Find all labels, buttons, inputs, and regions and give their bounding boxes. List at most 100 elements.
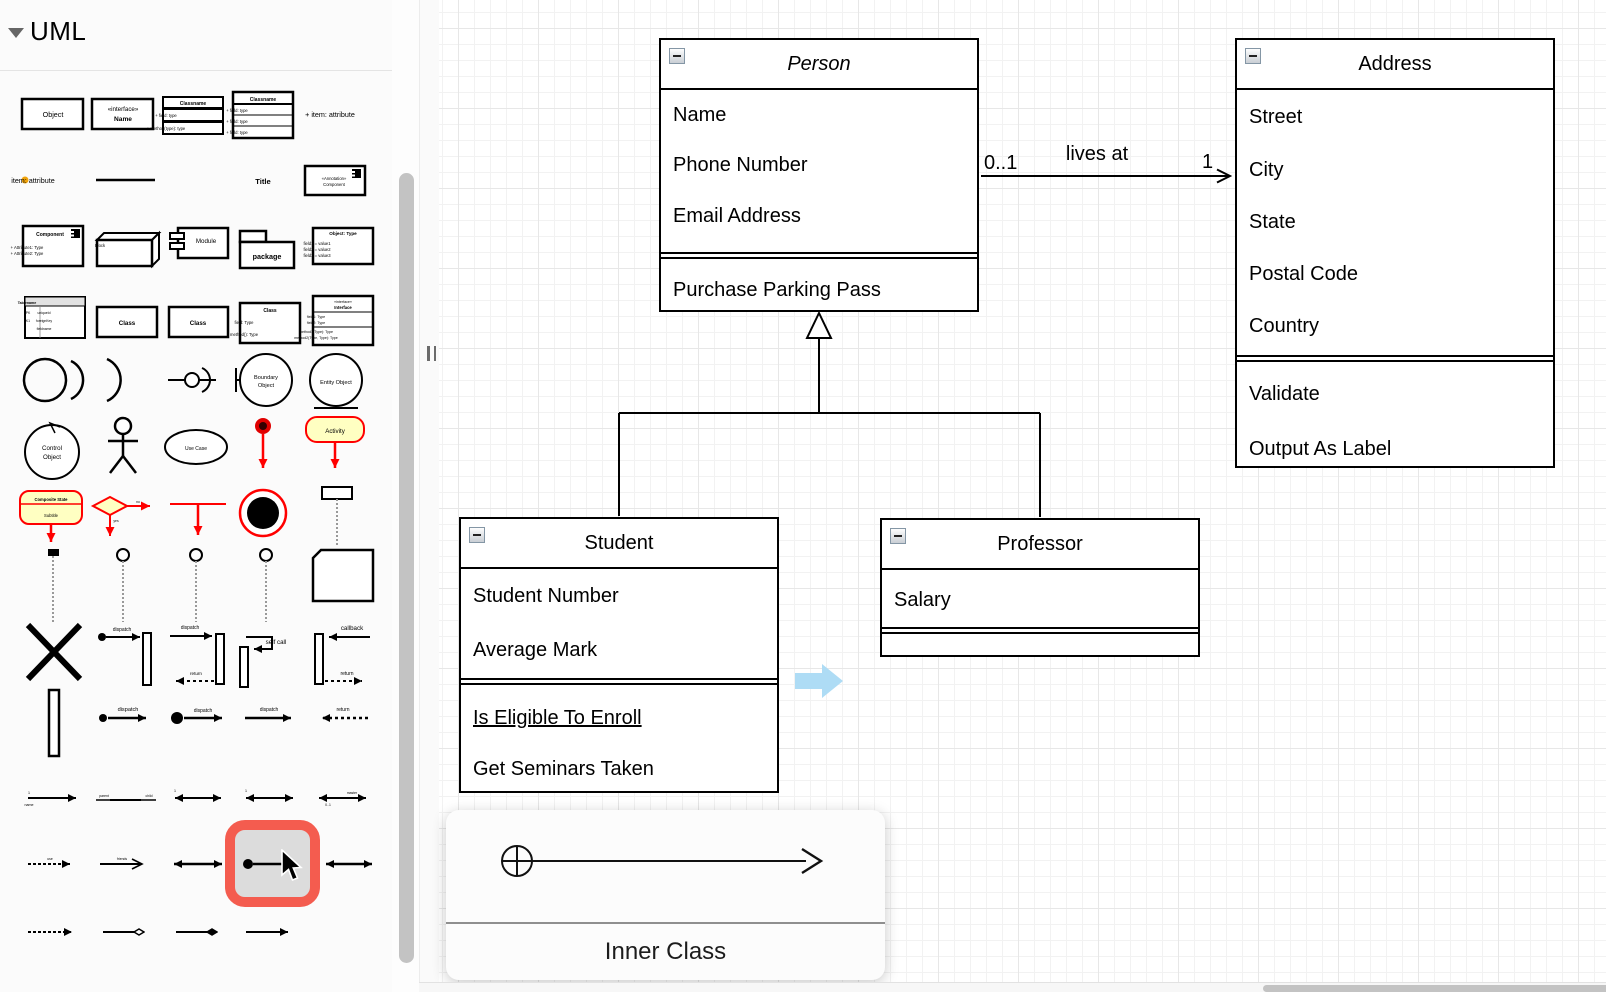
- palette-item-association-bi-2[interactable]: 1: [245, 789, 293, 802]
- palette-item-table[interactable]: Tablename PK uniqueId K1 foreignKey fiel…: [18, 296, 86, 339]
- palette-item-inner-class-selected[interactable]: [225, 820, 320, 907]
- palette-item-condition[interactable]: no yes: [90, 495, 150, 536]
- palette-item-return-message[interactable]: return: [322, 707, 368, 722]
- splitter-grip-icon[interactable]: [427, 346, 436, 361]
- class-person[interactable]: Person Name Phone Number Email Address P…: [659, 38, 979, 312]
- palette-item-control-object[interactable]: Control Object: [24, 421, 80, 480]
- palette-item-dispatch-bigdot[interactable]: dispatch: [171, 708, 222, 724]
- chevron-down-icon[interactable]: [8, 28, 24, 38]
- class-method-row[interactable]: Purchase Parking Pass: [673, 279, 881, 301]
- palette-item-activation-bar[interactable]: [47, 688, 61, 758]
- palette-item-dependency-use[interactable]: use: [28, 857, 70, 868]
- palette-item-annotation-component[interactable]: «Annotation» Component: [303, 164, 367, 197]
- association-label[interactable]: lives at: [1065, 143, 1129, 165]
- palette-item-title[interactable]: Title: [255, 177, 270, 186]
- palette-item-association-bi-1[interactable]: 1: [174, 789, 221, 802]
- palette-item-item-attribute-plus[interactable]: + item: attribute: [305, 110, 355, 119]
- palette-item-end-node[interactable]: [238, 488, 288, 538]
- class-professor[interactable]: Professor Salary: [880, 518, 1200, 657]
- svg-text:Boundary: Boundary: [254, 375, 278, 381]
- class-address[interactable]: Address Street City State Postal Code Co…: [1235, 38, 1555, 468]
- palette-item-lifeline-circle-2[interactable]: [189, 548, 203, 622]
- palette-item-entity-object[interactable]: Entity Object: [309, 353, 363, 409]
- palette-item-interface-2[interactable]: «interface» Interface field1: Type field…: [294, 294, 375, 347]
- class-field-row[interactable]: Average Mark: [473, 639, 598, 661]
- palette-item-component[interactable]: Component + Attribute1: Type + Attribute…: [11, 224, 85, 268]
- collapse-button[interactable]: [890, 528, 906, 544]
- palette-item-object-type[interactable]: Object: Type field1 = value1 field2 = va…: [303, 226, 375, 266]
- palette-item-lifeline-circle-1[interactable]: [116, 548, 130, 622]
- class-title[interactable]: Professor: [882, 520, 1198, 570]
- palette-item-sync-message[interactable]: dispatch return: [170, 625, 225, 685]
- class-title[interactable]: Person: [661, 40, 977, 90]
- palette-item-lollipop-interface[interactable]: [168, 367, 216, 393]
- palette-item-destruction[interactable]: [25, 622, 83, 682]
- palette-item-activity[interactable]: Activity: [305, 416, 365, 468]
- class-field-row[interactable]: Student Number: [473, 585, 619, 607]
- class-field-row[interactable]: Email Address: [673, 205, 801, 227]
- svg-text:field: Type: field: Type: [234, 320, 254, 325]
- class-field-row[interactable]: Country: [1249, 315, 1320, 337]
- palette-item-provided-required-interface[interactable]: [22, 357, 85, 403]
- palette-item-dispatch-plain[interactable]: dispatch: [245, 707, 291, 722]
- palette-item-class-2[interactable]: Class field: Type method(): Type: [230, 301, 302, 345]
- palette-item-callback[interactable]: callback return: [314, 625, 370, 685]
- palette-item-interface[interactable]: «interface» Name: [90, 97, 155, 131]
- palette-item-required-interface[interactable]: [106, 357, 122, 403]
- palette-item-lifeline-circle-3[interactable]: [259, 548, 273, 622]
- class-method-row[interactable]: Is Eligible To Enroll: [473, 707, 642, 729]
- panel-splitter[interactable]: [420, 0, 439, 992]
- class-field-row[interactable]: State: [1249, 211, 1296, 233]
- palette-item-use-case[interactable]: Use Case: [164, 429, 228, 465]
- target-multiplicity-label[interactable]: 1: [1202, 151, 1214, 173]
- palette-item-association-parent-child[interactable]: parent child: [96, 794, 156, 801]
- palette-item-item-attribute[interactable]: item: attribute: [11, 176, 55, 185]
- palette-item-fork[interactable]: [170, 503, 226, 535]
- palette-item-association-master[interactable]: master 0..1: [319, 791, 366, 807]
- svg-text:+ Attribute1: Type: + Attribute1: Type: [11, 245, 44, 250]
- palette-item-start-node[interactable]: [255, 418, 271, 468]
- class-method-row[interactable]: Get Seminars Taken: [473, 758, 654, 780]
- svg-text:Interface: Interface: [334, 305, 352, 310]
- palette-section-header[interactable]: UML: [0, 0, 392, 71]
- palette-item-class-3[interactable]: Classname + field: type + method(type): …: [147, 96, 224, 135]
- class-field-row[interactable]: Postal Code: [1249, 263, 1358, 285]
- canvas-hscrollbar-track[interactable]: [419, 982, 1606, 992]
- class-student[interactable]: Student Student Number Average Mark Is E…: [459, 517, 779, 793]
- sidebar-scrollbar-track[interactable]: [392, 0, 420, 992]
- class-field-row[interactable]: Salary: [894, 589, 951, 611]
- palette-item-actor[interactable]: [108, 416, 138, 474]
- collapse-button[interactable]: [1245, 48, 1261, 64]
- palette-item-class-5[interactable]: Classname + field: type + field: type + …: [226, 90, 295, 140]
- class-method-row[interactable]: Validate: [1249, 383, 1320, 405]
- palette-item-lifeline-box[interactable]: [321, 486, 353, 546]
- class-title[interactable]: Student: [461, 519, 777, 569]
- palette-item-self-call[interactable]: self call: [239, 636, 286, 688]
- palette-item-lifeline-bar[interactable]: [48, 549, 59, 622]
- collapse-button[interactable]: [669, 48, 685, 64]
- palette-item-frame[interactable]: [311, 548, 375, 603]
- palette-item-class-simple-2[interactable]: Class: [167, 305, 230, 339]
- palette-item-module[interactable]: Module: [169, 226, 230, 260]
- palette-item-boundary-object[interactable]: Boundary Object: [235, 353, 293, 407]
- palette-item-class-simple-1[interactable]: Class: [95, 305, 159, 339]
- class-title[interactable]: Address: [1237, 40, 1553, 90]
- palette-item-block[interactable]: Block: [94, 230, 162, 269]
- class-field-row[interactable]: Name: [673, 104, 727, 126]
- collapse-button[interactable]: [469, 527, 485, 543]
- svg-text:uniqueId: uniqueId: [37, 311, 50, 315]
- source-multiplicity-label[interactable]: 0..1: [984, 152, 1018, 174]
- class-field-row[interactable]: Street: [1249, 106, 1303, 128]
- canvas-hscrollbar-thumb[interactable]: [1263, 985, 1606, 992]
- palette-item-dispatch-dot[interactable]: dispatch: [99, 707, 146, 722]
- palette-item-object[interactable]: Object: [20, 97, 85, 131]
- sidebar-scrollbar-thumb[interactable]: [399, 173, 414, 963]
- palette-item-found-message[interactable]: dispatch: [98, 627, 152, 686]
- palette-item-association-name[interactable]: 1 name: [25, 791, 77, 807]
- palette-item-composite-state[interactable]: Composite State Subtitle: [19, 490, 83, 542]
- palette-item-package[interactable]: package: [238, 229, 296, 270]
- palette-item-link-friends[interactable]: friends: [100, 857, 144, 870]
- class-field-row[interactable]: Phone Number: [673, 154, 808, 176]
- class-method-row[interactable]: Output As Label: [1249, 438, 1392, 460]
- class-field-row[interactable]: City: [1249, 159, 1284, 181]
